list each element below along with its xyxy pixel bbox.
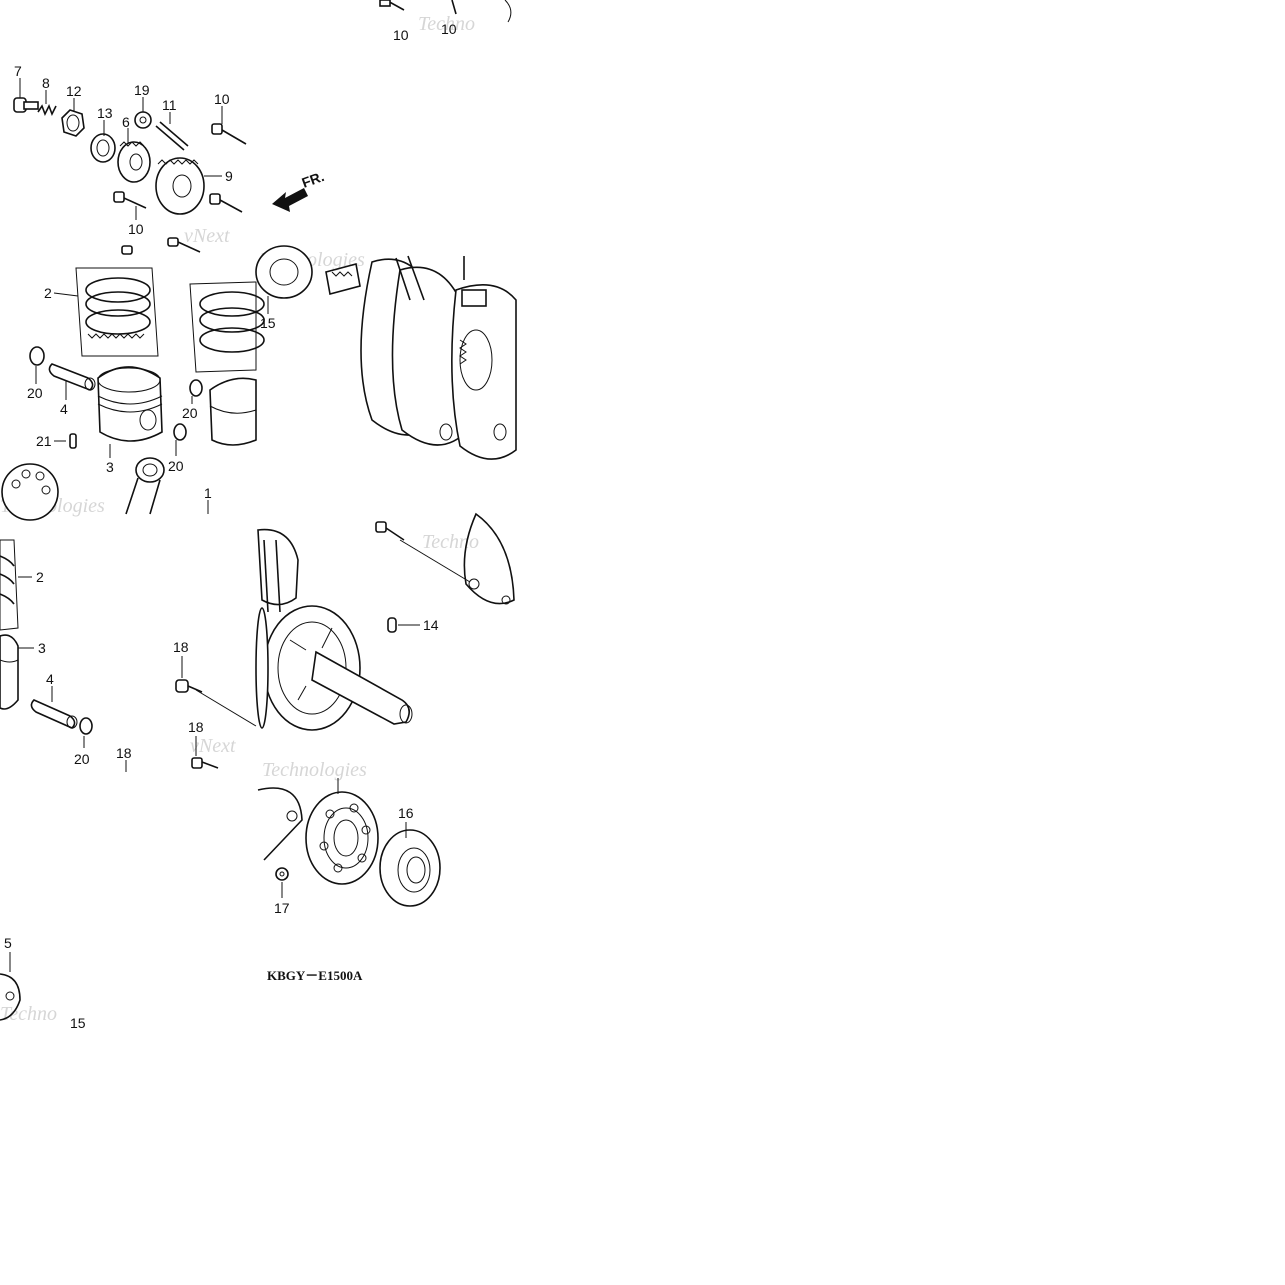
piston-ring-set-box [75, 267, 159, 357]
crankshaft-15-upper [255, 245, 517, 460]
piston-pin-4 [30, 699, 78, 729]
bolt-10-top-b [451, 0, 457, 15]
callout-21: 21 [36, 433, 52, 449]
nut-12 [61, 109, 85, 137]
callout-12: 12 [66, 83, 82, 99]
callout-8: 8 [42, 75, 50, 91]
callout-18: 18 [173, 639, 189, 655]
callout-4: 4 [60, 401, 68, 417]
watermark-text: Technologies [262, 759, 367, 781]
bolt-18 [175, 679, 257, 727]
bolt-18 [191, 757, 219, 769]
piston-pin-4 [48, 363, 96, 391]
callout-10: 10 [128, 221, 144, 237]
spring-8 [37, 104, 57, 116]
callout-10: 10 [214, 91, 230, 107]
piston-pin-clip-20 [79, 717, 93, 735]
callout-15: 15 [70, 1015, 86, 1031]
case-edge [504, 0, 512, 23]
front-arrow-icon [272, 188, 308, 212]
dowel-pin-14 [387, 617, 397, 633]
watermark-text: Techno [422, 531, 479, 553]
callout-20: 20 [168, 458, 184, 474]
bolt-10 [209, 193, 243, 213]
front-arrow-label: FR. [300, 168, 327, 191]
dowel-pin-21 [69, 433, 77, 449]
washer-13 [90, 133, 116, 163]
piston-pin-clip-20 [29, 346, 45, 366]
crankshaft-15-lower [255, 528, 413, 731]
callout-5: 5 [4, 935, 12, 951]
crank-bearing [0, 973, 21, 1021]
piston-pin-clip-20 [173, 423, 187, 441]
callout-11: 11 [162, 97, 177, 113]
callout-18: 18 [188, 719, 204, 735]
callout-6: 6 [122, 114, 130, 130]
piston-2 [209, 377, 257, 446]
callout-20: 20 [27, 385, 43, 401]
piston-pin-clip-20 [189, 379, 203, 397]
gear-6 [117, 141, 151, 183]
callout-16: 16 [398, 805, 414, 821]
piston-ring-set-box [0, 539, 19, 631]
diagram-code: KBGY－E1500A [267, 968, 363, 983]
callout-20: 20 [74, 751, 90, 767]
bolt-10 [121, 237, 201, 255]
callout-20: 20 [182, 405, 198, 421]
watermark-text: Techno [0, 1003, 57, 1025]
callout-3: 3 [38, 640, 46, 656]
callout-13: 13 [97, 105, 113, 121]
callout-17: 17 [274, 900, 290, 916]
watermark-text: vNext [184, 225, 230, 247]
bolt-10-top-a [379, 0, 405, 11]
piston-3 [97, 366, 163, 442]
callout-10: 10 [393, 27, 409, 43]
oil-seal-16 [379, 829, 441, 907]
crankcase-case-edge [257, 787, 303, 861]
crank-bearing [1, 463, 59, 521]
bolt-10 [211, 123, 247, 145]
ball-bearing [305, 791, 379, 885]
callout-9: 9 [225, 168, 233, 184]
callout-2: 2 [44, 285, 52, 301]
callout-7: 7 [14, 63, 22, 79]
callout-3: 3 [106, 459, 114, 475]
callout-19: 19 [134, 82, 150, 98]
piston-ring-set-box [189, 281, 265, 373]
watermark-text: Techno [418, 13, 475, 35]
connecting-rod-1 [125, 457, 165, 515]
washer-17 [275, 867, 289, 881]
callout-18: 18 [116, 745, 132, 761]
washer-19 [134, 111, 152, 129]
stud-11 [155, 121, 189, 151]
callout-4: 4 [46, 671, 54, 687]
callout-2: 2 [36, 569, 44, 585]
gear-9 [155, 157, 205, 215]
watermark-text: vNext [190, 735, 236, 757]
piston-3 [0, 634, 19, 710]
callout-1: 1 [204, 485, 212, 501]
bolt-7 [13, 97, 39, 113]
callout-14: 14 [423, 617, 439, 633]
crankcase-cover [375, 512, 515, 605]
callout-15: 15 [260, 315, 276, 331]
callout-10: 10 [441, 21, 457, 37]
bolt-10 [113, 191, 147, 209]
